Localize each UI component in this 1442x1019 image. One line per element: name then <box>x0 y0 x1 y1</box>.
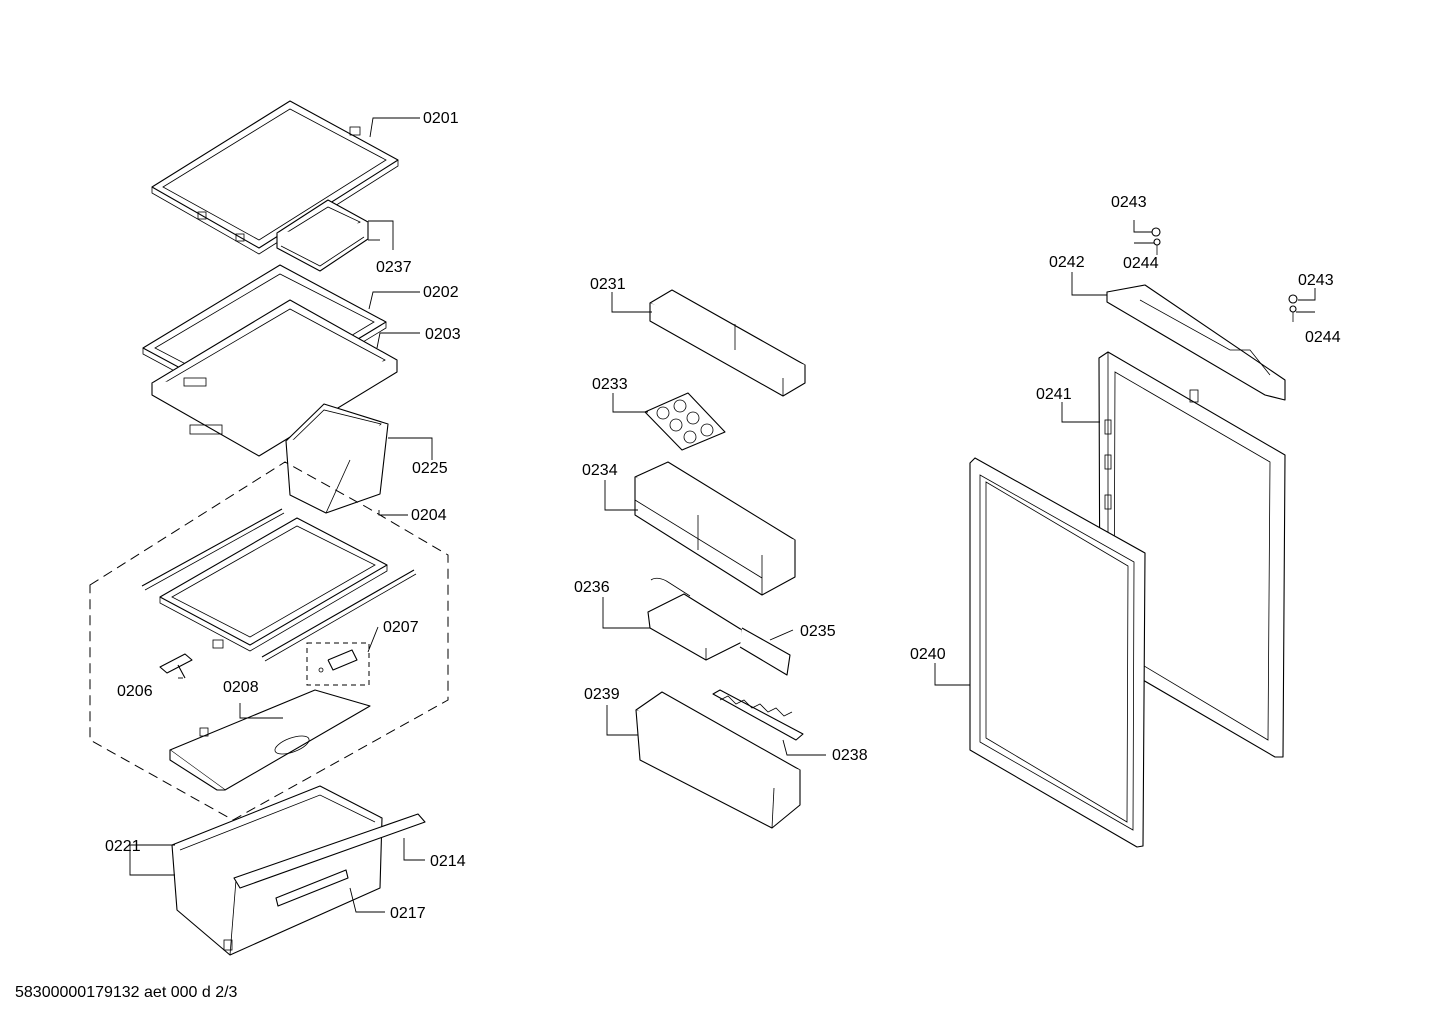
part-0207-clip <box>306 642 370 686</box>
part-0217-handle-strip <box>275 869 349 907</box>
callout-0241: 0241 <box>1036 386 1072 403</box>
part-0201-glass-shelf <box>151 100 399 255</box>
part-0243-0244-screws-b <box>1288 294 1298 322</box>
callout-0242: 0242 <box>1049 254 1085 271</box>
part-0225-storage-box <box>285 403 389 514</box>
part-0208-cover-plate <box>169 689 371 791</box>
part-0234-covered-bin <box>634 461 796 596</box>
part-0204-frame <box>141 508 417 662</box>
part-0237-small-tray <box>276 199 369 272</box>
callout-0238: 0238 <box>832 747 868 764</box>
callout-0207: 0207 <box>383 619 419 636</box>
part-0233-egg-tray <box>644 392 726 451</box>
callout-0214: 0214 <box>430 853 466 870</box>
part-0238-divider <box>712 689 804 741</box>
part-0231-door-bin <box>649 289 806 397</box>
callout-0201: 0201 <box>423 110 459 127</box>
callout-0233: 0233 <box>592 376 628 393</box>
callout-0236: 0236 <box>574 579 610 596</box>
callout-0243-b: 0243 <box>1298 272 1334 289</box>
callout-0239: 0239 <box>584 686 620 703</box>
callout-0244-a: 0244 <box>1123 255 1159 272</box>
callout-0231: 0231 <box>590 276 626 293</box>
part-0242-hinge-bracket <box>1106 284 1286 401</box>
callout-0235: 0235 <box>800 623 836 640</box>
callout-0206: 0206 <box>117 683 153 700</box>
part-0240-door-seal <box>969 457 1146 848</box>
callout-0240: 0240 <box>910 646 946 663</box>
callout-0204: 0204 <box>411 507 447 524</box>
callout-0237: 0237 <box>376 259 412 276</box>
part-0235-holder <box>739 627 791 676</box>
callout-0225: 0225 <box>412 460 448 477</box>
part-0243-0244-screws-a <box>1151 227 1161 255</box>
callout-0203: 0203 <box>425 326 461 343</box>
callout-0221: 0221 <box>105 838 141 855</box>
callout-0244-b: 0244 <box>1305 329 1341 346</box>
part-0206-hinge <box>159 653 193 679</box>
callout-0243-a: 0243 <box>1111 194 1147 211</box>
part-0239-door-bin <box>635 691 801 829</box>
part-0204-assembly-outline <box>89 461 449 821</box>
part-0203-shelf-frame <box>151 299 398 457</box>
leader-lines <box>129 117 1316 913</box>
callout-0234: 0234 <box>582 462 618 479</box>
document-id: 58300000179132 aet 000 d 2/3 <box>15 984 238 1001</box>
part-0214-rail <box>233 813 426 889</box>
callout-0202: 0202 <box>423 284 459 301</box>
part-0236-small-box <box>647 577 743 661</box>
callout-0208: 0208 <box>223 679 259 696</box>
callout-0217: 0217 <box>390 905 426 922</box>
